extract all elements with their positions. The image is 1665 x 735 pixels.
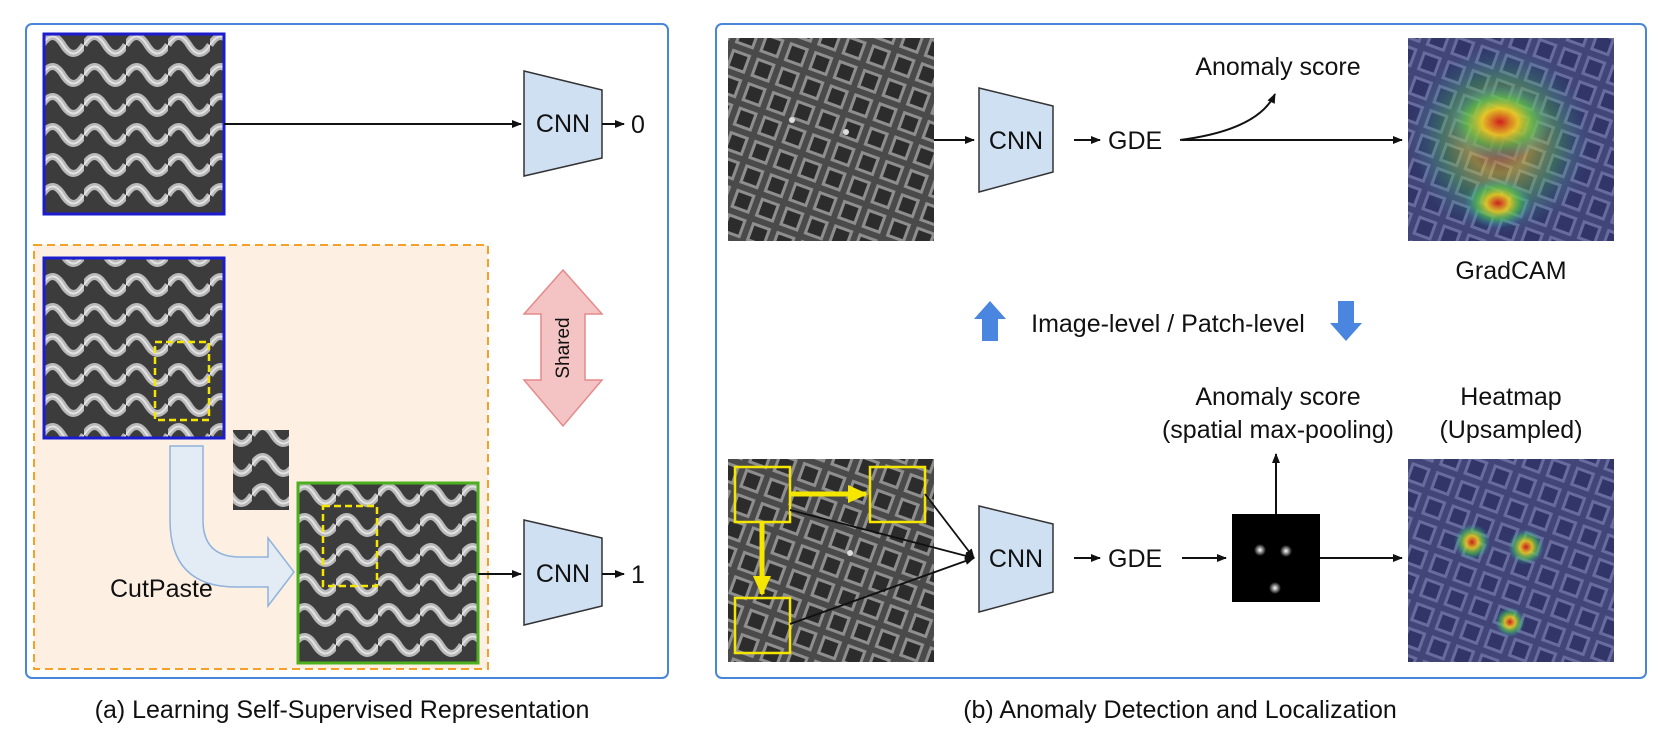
augmented-image [296, 481, 480, 665]
panel-b-border [715, 23, 1647, 679]
top-score-label: Anomaly score [1195, 53, 1360, 81]
cutpaste-arrow [169, 445, 295, 609]
up-arrow-icon [974, 301, 1006, 341]
output-label-one: 1 [631, 561, 645, 589]
cutpaste-label: CutPaste [110, 575, 213, 603]
gradcam-label: GradCAM [1455, 257, 1566, 285]
caption-a: (a) Learning Self-Supervised Representat… [95, 696, 590, 724]
bottom-gde-label: GDE [1108, 545, 1162, 573]
gradcam-image [1408, 38, 1614, 241]
heatmap-line1: Heatmap [1460, 383, 1561, 411]
down-arrow-icon [1330, 301, 1362, 341]
caption-b: (b) Anomaly Detection and Localization [963, 696, 1397, 724]
output-label-zero: 0 [631, 111, 645, 139]
cnn-top-block: CNN [523, 70, 603, 177]
panel-a-border [25, 23, 669, 679]
top-cnn-label: CNN [989, 127, 1043, 155]
arrow-patch-c-to-cnn [789, 557, 975, 625]
cnn-bottom-block: CNN [523, 519, 603, 626]
arrow-top-to-score [1179, 93, 1276, 141]
test-image-bottom [728, 459, 934, 662]
shared-weights-arrow: Shared [522, 268, 604, 428]
pasted-patch-marker [321, 504, 379, 588]
test-image-top [728, 38, 934, 241]
shared-label: Shared [553, 317, 574, 378]
top-gde-label: GDE [1108, 127, 1162, 155]
heatmap-line2: (Upsampled) [1439, 416, 1582, 444]
patch-c [733, 596, 792, 655]
source-image [42, 256, 226, 440]
cut-patch-thumbnail [233, 430, 289, 510]
top-cnn-block: CNN [978, 87, 1054, 193]
anomaly-score-map [1232, 514, 1320, 602]
bottom-cnn-block: CNN [978, 505, 1054, 613]
bottom-cnn-label: CNN [989, 545, 1043, 573]
cnn-top-label: CNN [536, 110, 590, 138]
arrow-patch-b-to-cnn [924, 493, 975, 559]
normal-image [42, 32, 226, 216]
cut-patch-marker [153, 340, 211, 422]
arrow-patch-a-to-cnn [789, 509, 975, 560]
bottom-score-line1: Anomaly score [1195, 383, 1360, 411]
bottom-score-line2: (spatial max-pooling) [1162, 416, 1394, 444]
cnn-bottom-label: CNN [536, 560, 590, 588]
level-label: Image-level / Patch-level [1031, 310, 1305, 338]
heatmap-image [1408, 459, 1614, 662]
